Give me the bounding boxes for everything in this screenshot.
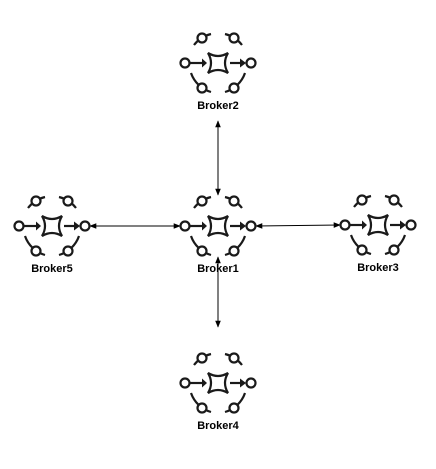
node-label: Broker2 [197,100,239,112]
node-label: Broker5 [31,263,73,275]
broker-icon [179,352,257,414]
broker-icon [13,195,91,257]
node-label: Broker4 [197,420,239,432]
node-broker5[interactable]: Broker5 [13,195,91,276]
node-broker2[interactable]: Broker2 [179,32,257,113]
node-broker4[interactable]: Broker4 [179,352,257,433]
broker-icon [179,32,257,94]
node-label: Broker3 [357,262,399,274]
node-broker3[interactable]: Broker3 [339,194,417,275]
edge-broker1-broker3 [255,222,341,229]
node-broker1[interactable]: Broker1 [179,195,257,276]
broker-icon [339,194,417,256]
node-label: Broker1 [197,263,239,275]
edges-layer [89,120,341,328]
broker-icon [179,195,257,257]
